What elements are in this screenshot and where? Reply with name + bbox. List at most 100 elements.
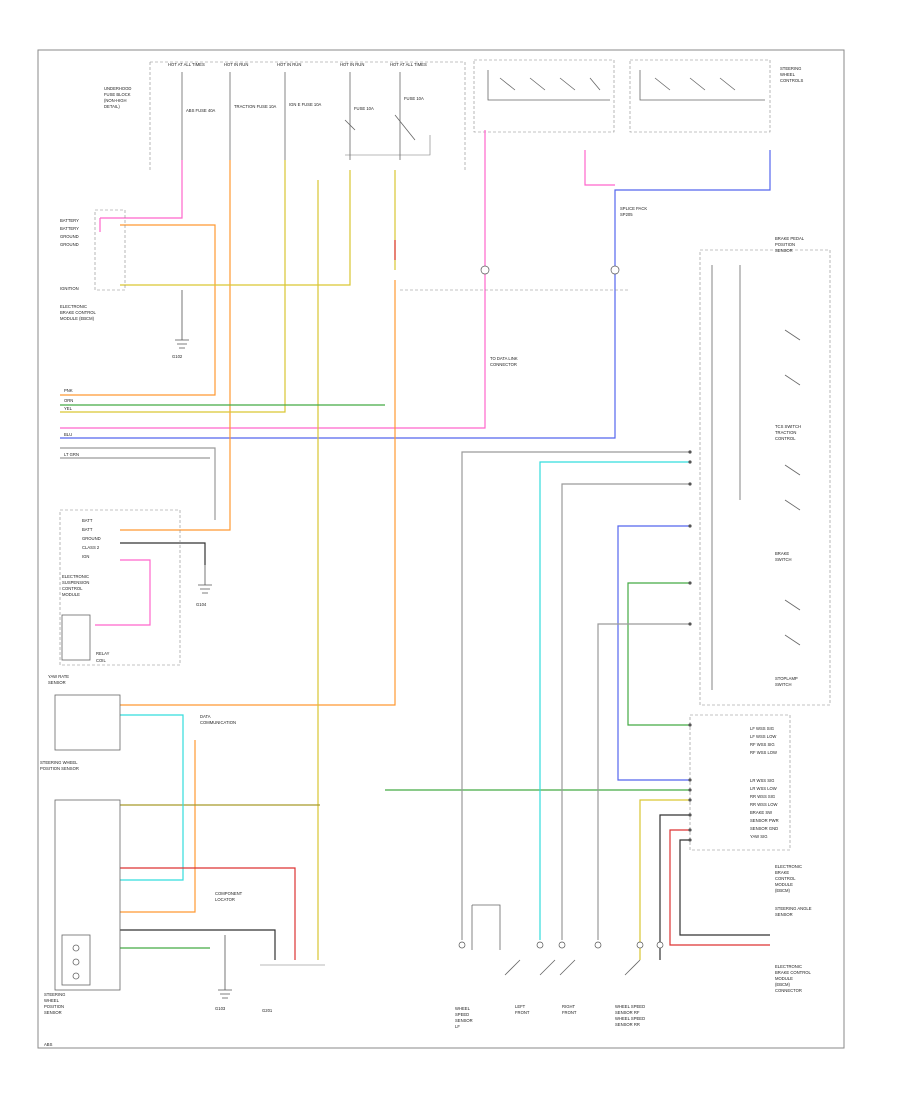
yaw-label-1: YAW RATE [48, 674, 69, 679]
data-note-1: DATA [200, 714, 211, 719]
wire-pink-right [584, 150, 615, 186]
yaw-label-2: SENSOR [48, 680, 66, 685]
fuse-label-4: FUSE 10A [354, 106, 374, 111]
wire-pink-long [60, 130, 486, 429]
wire-red-2 [669, 829, 770, 946]
wire-harness [60, 130, 771, 960]
wire-yellow-right [639, 799, 690, 960]
fuse-top-label-2: HOT IN RUN [224, 62, 248, 67]
underhood-label-4: DETAIL) [104, 104, 120, 109]
right-connector-terminals [688, 450, 692, 842]
pin-label-7: RR WSS SIG [750, 794, 775, 799]
yaw-caption-2: POSITION SENSOR [40, 766, 79, 771]
pin-label-11: SENSOR GND [750, 826, 778, 831]
wire-yellow-1 [60, 160, 286, 413]
relay-label-2: COIL [96, 658, 106, 663]
center-splice: SPLICE PACK SP205 TO DATA LINK CONNECTOR [480, 206, 647, 367]
module-row-1: BATT [82, 518, 93, 523]
center-note-2: CONNECTOR [490, 362, 517, 367]
ebcm-connector: LF WSS SIG LF WSS LOW RF WSS SIG RF WSS … [689, 714, 812, 993]
fuse-top-label-1: HOT AT ALL TIMES [168, 62, 205, 67]
swps-label-1: STEERING [44, 992, 65, 997]
swps-label-4: SENSOR [44, 1010, 62, 1015]
ebcm-title-3: CONTROL [775, 876, 796, 881]
wire-green-3 [627, 582, 690, 726]
wire-blue-right [617, 525, 690, 781]
left-connector-row-5: IGNITION [60, 286, 79, 291]
wire-black-2 [120, 929, 276, 960]
pin-label-2: LF WSS LOW [750, 734, 776, 739]
wire-black-3 [659, 814, 690, 960]
ebcm-title-1: ELECTRONIC [775, 864, 802, 869]
steering-controls-label-3: CONTROLS [780, 78, 803, 83]
bpps-label-2: POSITION [775, 242, 795, 247]
rs-label-1: TCS SWITCH [775, 424, 801, 429]
fuse-label-2: TRACTION FUSE 10A [234, 104, 277, 109]
fuse-top-label-4: HOT IN RUN [340, 62, 364, 67]
rs-label-7: SWITCH [775, 682, 792, 687]
module-row-2: BATT [82, 527, 93, 532]
wire-orange-low [120, 740, 196, 913]
lf-sensor-4: LF [455, 1024, 460, 1029]
lf-sensor-2: SPEED [455, 1012, 469, 1017]
ebcm-title-5: (EBCM) [775, 888, 790, 893]
pin-label-9: BRAKE SW [750, 810, 772, 815]
wire-yellow-3 [120, 170, 351, 286]
wire-gray-4 [60, 447, 216, 520]
wire-id-ltgrn: LT GRN [64, 452, 79, 457]
underhood-fuse-block: HOT AT ALL TIMES HOT IN RUN HOT IN RUN H… [104, 61, 466, 170]
swps-label-3: POSITION [44, 1004, 64, 1009]
rf-rr-sensor-2: SENSOR RF [615, 1010, 640, 1015]
wire-id-yel: YEL [64, 406, 73, 411]
wire-black-1 [120, 542, 206, 565]
left-wire-ends: PNK ORN YEL BLU LT GRN [64, 388, 79, 457]
steering-angle-1: STEERING ANGLE [775, 906, 812, 911]
ebcm-title-4: MODULE [775, 882, 793, 887]
pin-label-4: RF WSS LOW [750, 750, 777, 755]
module-title-4: MODULE [62, 592, 80, 597]
wire-id-blu: BLU [64, 432, 72, 437]
left-connector-row-2: BATTERY [60, 226, 79, 231]
fuse-top-label-3: HOT IN RUN [277, 62, 301, 67]
wire-cyan-1 [539, 461, 690, 940]
brake-pedal-position-sensor: BRAKE PEDAL POSITION SENSOR TCS SWITCH T… [699, 236, 831, 706]
ground-label-2: G104 [196, 602, 207, 607]
wire-id-orn: ORN [64, 398, 73, 403]
ecm-title-1: ELECTRONIC [60, 304, 87, 309]
relay-label-1: RELAY [96, 651, 110, 656]
right-front-2: FRONT [562, 1010, 577, 1015]
right-front-1: RIGHT [562, 1004, 575, 1009]
ebcm-caption-2: BRAKE CONTROL [775, 970, 812, 975]
wire-black-4 [679, 839, 770, 936]
pin-label-6: LR WSS LOW [750, 786, 777, 791]
lf-sensor-3: SENSOR [455, 1018, 473, 1023]
wire-gray-2 [561, 483, 690, 940]
fuse-label-3: IGN E FUSE 10A [289, 102, 322, 107]
rf-rr-sensor-4: SENSOR RR [615, 1022, 640, 1027]
module-row-5: IGN [82, 554, 89, 559]
ebcm-caption-1: ELECTRONIC [775, 964, 802, 969]
steering-controls-label-1: STEERING [780, 66, 801, 71]
ebcm-title-2: BRAKE [775, 870, 789, 875]
rs-label-2: TRACTION [775, 430, 796, 435]
fuse-top-label-5: HOT AT ALL TIMES [390, 62, 427, 67]
wire-orange-mid [120, 160, 231, 531]
bottom-ground-2: G201 [262, 1008, 273, 1013]
module-row-4: CLASS 2 [82, 545, 100, 550]
underhood-label-1: UNDERHOOD [104, 86, 131, 91]
center-note-1: TO DATA LINK [490, 356, 518, 361]
wire-id-pnk: PNK [64, 388, 73, 393]
wire-gray-1 [461, 451, 690, 940]
locator-note-2: LOCATOR [215, 897, 235, 902]
left-front-1: LEFT [515, 1004, 526, 1009]
rf-rr-sensor-1: WHEEL SPEED [615, 1004, 645, 1009]
wire-gray-3 [597, 623, 690, 940]
steering-controls-label-2: WHEEL [780, 72, 796, 77]
data-note-2: COMMUNICATION [200, 720, 236, 725]
splice-label-2: SP205 [620, 212, 633, 217]
underhood-label-2: FUSE BLOCK [104, 92, 131, 97]
pin-label-12: YAW SIG [750, 834, 767, 839]
pin-label-3: RF WSS SIG [750, 742, 775, 747]
module-row-3: GROUND [82, 536, 101, 541]
